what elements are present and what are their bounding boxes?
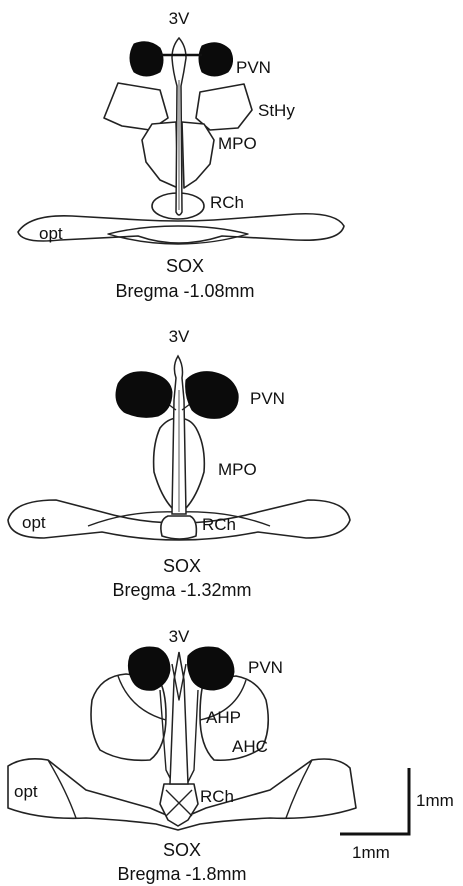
- label-rch: RCh: [202, 515, 236, 534]
- rch-region: [161, 516, 197, 539]
- label-3v: 3V: [169, 327, 190, 346]
- label-opt: opt: [39, 224, 63, 243]
- label-ahp: AHP: [206, 708, 241, 727]
- third-ventricle: [170, 652, 188, 784]
- label-sthy: StHy: [258, 101, 295, 120]
- bregma-caption: Bregma -1.8mm: [117, 864, 246, 884]
- mpo-region-left: [142, 122, 178, 188]
- label-sox: SOX: [163, 556, 201, 576]
- section-panel-1: 3V PVN StHy MPO RCh opt SOX Bregma -1.08…: [18, 9, 344, 301]
- section-panel-2: 3V PVN MPO RCh opt SOX Bregma -1.32mm: [8, 327, 350, 600]
- pvn-nucleus-right: [186, 372, 239, 419]
- label-3v: 3V: [169, 627, 190, 646]
- pvn-nucleus-right: [199, 43, 233, 76]
- label-rch: RCh: [200, 787, 234, 806]
- label-pvn: PVN: [236, 58, 271, 77]
- label-mpo: MPO: [218, 460, 257, 479]
- pvn-nucleus-left: [128, 647, 170, 690]
- label-opt: opt: [22, 513, 46, 532]
- section-panel-3: 3V PVN AHP AHC RCh opt SOX Bregma -1.8mm: [8, 627, 356, 884]
- label-pvn: PVN: [250, 389, 285, 408]
- label-opt: opt: [14, 782, 38, 801]
- mpo-region-right: [182, 122, 214, 188]
- bregma-caption: Bregma -1.32mm: [112, 580, 251, 600]
- sthy-region-right: [196, 84, 252, 130]
- label-mpo: MPO: [218, 134, 257, 153]
- label-ahc: AHC: [232, 737, 268, 756]
- bregma-caption: Bregma -1.08mm: [115, 281, 254, 301]
- scale-bar-horizontal-label: 1mm: [352, 843, 390, 862]
- label-3v: 3V: [169, 9, 190, 28]
- label-rch: RCh: [210, 193, 244, 212]
- scale-bar: 1mm 1mm: [340, 768, 454, 862]
- pvn-nucleus-left: [116, 372, 172, 418]
- label-sox: SOX: [166, 256, 204, 276]
- pvn-nucleus-right: [188, 647, 235, 690]
- scale-bar-vertical-label: 1mm: [416, 791, 454, 810]
- pvn-nucleus-left: [130, 42, 163, 76]
- label-pvn: PVN: [248, 658, 283, 677]
- label-sox: SOX: [163, 840, 201, 860]
